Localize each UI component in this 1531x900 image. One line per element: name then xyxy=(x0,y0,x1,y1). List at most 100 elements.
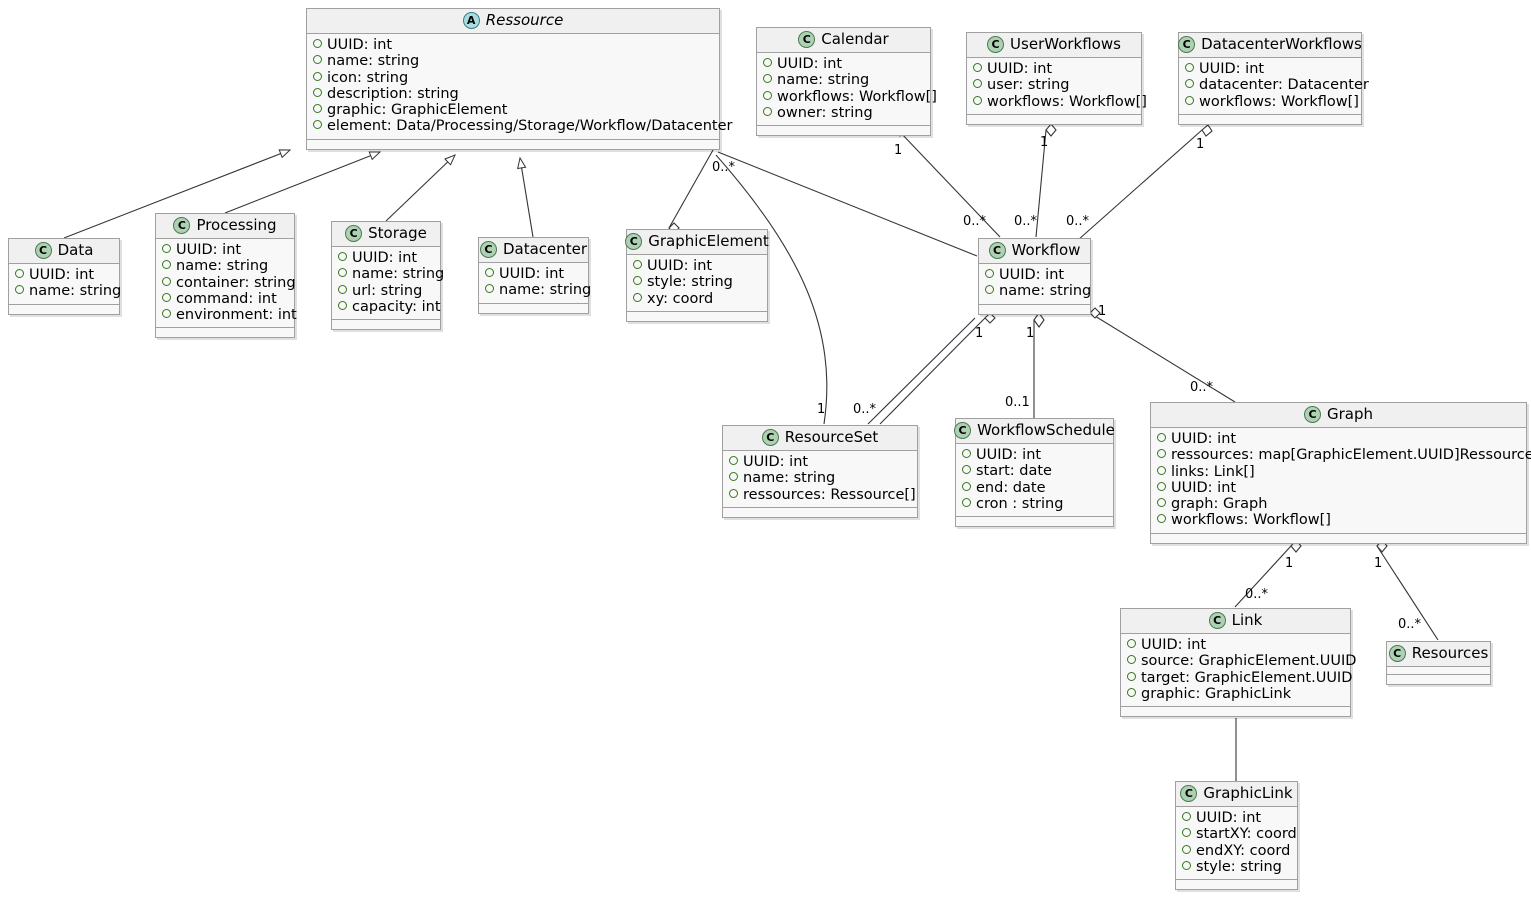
attribute-row: container: string xyxy=(162,275,296,291)
attribute-label: ressources: Ressource[] xyxy=(743,486,916,503)
attribute-row: target: GraphicElement.UUID xyxy=(1127,670,1352,686)
attribute-label: url: string xyxy=(352,282,423,299)
class-methods-storage xyxy=(332,320,440,329)
class-name-graphiclink: GraphicLink xyxy=(1203,784,1293,802)
attribute-row: name: string xyxy=(162,258,288,274)
public-visibility-icon xyxy=(313,120,322,130)
edge-workflow-resourceset xyxy=(879,317,986,425)
attribute-row: url: string xyxy=(338,283,434,299)
class-methods-graphiclink xyxy=(1176,880,1297,889)
class-icon: C xyxy=(1208,612,1226,629)
attribute-row: workflows: Workflow[] xyxy=(763,89,937,105)
multiplicity-label: 0..* xyxy=(963,214,987,229)
attribute-label: UUID: int xyxy=(176,242,242,258)
class-methods-data xyxy=(9,305,119,314)
class-methods-userworkflows xyxy=(967,115,1141,124)
attribute-label: element: Data/Processing/Storage/Workflo… xyxy=(327,118,733,135)
class-name-data: Data xyxy=(57,241,94,259)
class-methods-graph xyxy=(1151,534,1526,543)
public-visibility-icon xyxy=(1157,514,1166,524)
public-visibility-icon xyxy=(15,269,24,278)
public-visibility-icon xyxy=(729,456,738,465)
attribute-label: UUID: int xyxy=(352,250,418,266)
public-visibility-icon xyxy=(162,276,171,286)
multiplicity-label: 1 xyxy=(894,143,903,158)
attribute-label: UUID: int xyxy=(987,61,1053,77)
attribute-row: element: Data/Processing/Storage/Workflo… xyxy=(313,118,732,134)
attribute-row: UUID: int xyxy=(15,267,113,283)
public-visibility-icon xyxy=(962,497,971,507)
multiplicity-label: 0..1 xyxy=(1005,395,1030,410)
attribute-label: graphic: GraphicLink xyxy=(1141,685,1292,702)
class-icon: C xyxy=(1178,36,1196,53)
class-icon: C xyxy=(988,242,1006,259)
attribute-row: startXY: coord xyxy=(1182,826,1297,842)
multiplicity-label: 0..* xyxy=(1190,380,1214,395)
public-visibility-icon xyxy=(973,63,982,72)
attribute-label: name: string xyxy=(777,72,870,89)
attribute-row: UUID: int xyxy=(162,242,288,258)
attribute-row: ressources: Ressource[] xyxy=(729,487,916,503)
attribute-label: UUID: int xyxy=(1171,431,1237,447)
public-visibility-icon xyxy=(729,488,738,498)
attribute-row: UUID: int xyxy=(985,267,1084,283)
attribute-row: name: string xyxy=(485,282,591,298)
attribute-row: start: date xyxy=(962,463,1107,479)
attribute-label: graphic: GraphicElement xyxy=(327,102,508,119)
abstract-class-icon: A xyxy=(462,12,480,29)
public-visibility-icon xyxy=(15,285,24,295)
class-icon: C xyxy=(1180,785,1198,802)
class-name-workflowschedule: WorkflowSchedule xyxy=(977,421,1115,439)
attribute-row: UUID: int xyxy=(962,447,1107,463)
attribute-label: environment: int xyxy=(176,307,297,324)
attribute-row: capacity: int xyxy=(338,299,441,315)
attribute-row: UUID: int xyxy=(763,56,924,72)
public-visibility-icon xyxy=(162,260,171,270)
public-visibility-icon xyxy=(1157,498,1166,508)
attribute-label: startXY: coord xyxy=(1196,826,1297,843)
attribute-label: style: string xyxy=(1196,858,1282,875)
class-methods-graphicelement xyxy=(627,312,767,321)
attribute-row: UUID: int xyxy=(1182,810,1291,826)
public-visibility-icon xyxy=(1185,63,1194,72)
attribute-row: end: date xyxy=(962,480,1107,496)
attribute-label: UUID: int xyxy=(1141,637,1207,653)
attribute-label: name: string xyxy=(999,283,1092,300)
attribute-label: name: string xyxy=(327,53,420,70)
class-name-ressource: Ressource xyxy=(485,11,564,29)
attribute-row: UUID: int xyxy=(1185,61,1355,77)
attribute-row: UUID: int xyxy=(729,454,911,470)
public-visibility-icon xyxy=(485,284,494,294)
edge-storage-ressource xyxy=(385,154,456,222)
attribute-label: source: GraphicElement.UUID xyxy=(1141,653,1357,670)
attribute-label: endXY: coord xyxy=(1196,842,1291,859)
